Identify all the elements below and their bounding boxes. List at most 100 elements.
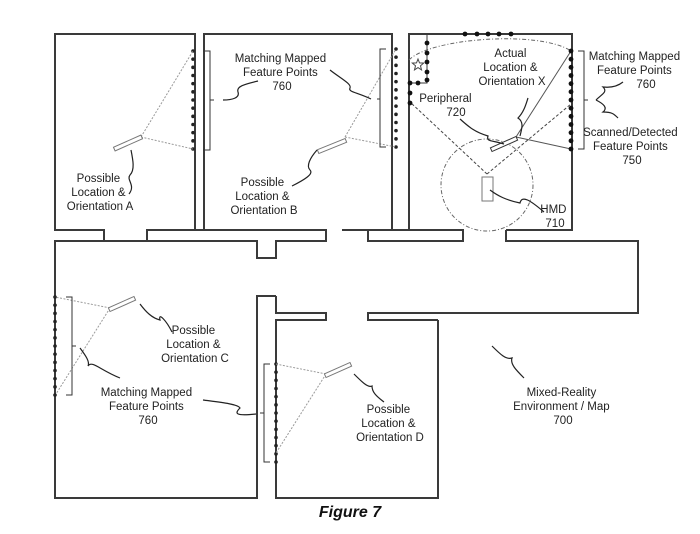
feature-point [191,98,195,102]
feature-point [568,73,574,78]
feature-point [53,344,57,348]
feature-point [462,31,468,37]
feature-point [424,59,430,65]
feature-point [394,55,398,59]
feature-point [191,57,195,61]
feature-point [568,105,574,111]
feature-point [53,360,57,365]
feature-point [274,411,278,415]
peripheral-ray-bottom [515,136,572,150]
actual-location-label: Actual Location & Orientation X [478,48,545,88]
feature-point [415,80,421,86]
feature-point [394,71,398,76]
room-x-right-feature-points [568,48,574,152]
room-c-points-leader [79,347,121,379]
feature-point [485,31,491,37]
hmd-ray-left [409,101,488,175]
feature-point [53,311,57,316]
feature-point [474,31,480,37]
room-x-walls [408,33,573,231]
room-b-device-icon [316,137,348,155]
room-d-walls [275,296,439,499]
feature-point [274,378,278,383]
room-d-device-icon [323,361,353,379]
hallway-top-wall-3 [367,229,464,242]
walls [54,33,639,499]
room-c-fov-ray-bottom [55,307,111,395]
feature-point [53,385,57,389]
peripheral-leader [459,118,505,145]
feature-point [568,146,574,152]
feature-point [191,122,195,127]
room-x-scanned-leader [595,99,619,119]
feature-point [274,460,278,464]
feature-point [274,419,278,423]
feature-point [191,81,195,86]
room-d-fov-ray-bottom [275,373,327,454]
room-x-matching-leader [595,81,624,101]
room-a: Matching Mapped Feature Points 760 Possi… [67,49,326,213]
room-b-points-bracket [377,48,386,148]
feature-point [191,130,195,135]
feature-point [394,63,398,68]
feature-point [274,452,278,456]
feature-point [424,77,430,83]
room-x-top-feature-points [462,31,514,37]
room-b: Possible Location & Orientation B [230,47,398,217]
feature-point [53,352,57,356]
star-marker-icon [411,57,425,72]
hmd-label: HMD 710 [540,204,569,230]
room-a-points-bracket [203,50,214,151]
feature-point [407,100,413,106]
feature-point [191,106,195,110]
feature-point [568,138,574,144]
room-c-location-label: Possible Location & Orientation C [161,325,229,365]
feature-point [394,112,398,117]
room-x-scanned-label: Scanned/Detected Feature Points 750 [583,127,681,167]
feature-point [394,128,398,133]
room-c-fov-ray-top [54,296,111,309]
feature-point [53,303,57,307]
feature-point [508,31,514,37]
feature-point [568,97,574,103]
room-x-points-bracket [578,50,588,150]
feature-point [568,130,574,136]
room-x: Actual Location & Orientation X Peripher… [407,31,684,232]
feature-point [191,139,195,143]
feature-point [53,393,57,397]
feature-point [407,90,413,96]
feature-point [274,370,278,374]
feature-point [568,48,574,54]
feature-point [53,327,57,332]
feature-point [394,120,398,125]
feature-point [394,104,398,108]
right-corridor-walls [367,230,639,321]
room-c-device-icon [107,295,137,313]
feature-point [53,368,57,373]
feature-point [424,50,430,56]
hallway-top-wall-1 [147,229,327,259]
room-c-points-bracket [66,296,76,396]
feature-point [53,376,57,381]
room-a-feature-points [191,49,195,151]
room-a-device-icon [112,134,144,152]
room-d-points-bracket [260,363,270,463]
hmd-fov-circle [440,138,534,232]
map-annotation: Mixed-Reality Environment / Map 700 [491,345,610,427]
feature-point [568,64,574,70]
lower-left-room-walls [54,240,276,499]
hmd-device-icon [481,176,494,202]
room-c-points-label: Matching Mapped Feature Points 760 [101,387,196,427]
feature-point [568,89,574,95]
feature-point [424,40,430,46]
peripheral-label: Peripheral 720 [419,93,475,119]
actual-location-leader [517,97,529,137]
feature-point [568,113,574,119]
room-x-matching-label: Matching Mapped Feature Points 760 [589,51,684,91]
hmd-leader [489,189,545,213]
feature-point [394,96,398,100]
room-d-fov-ray-top [275,363,327,375]
room-a-location-leader [128,149,134,195]
room-d-location-label: Possible Location & Orientation D [356,404,424,444]
